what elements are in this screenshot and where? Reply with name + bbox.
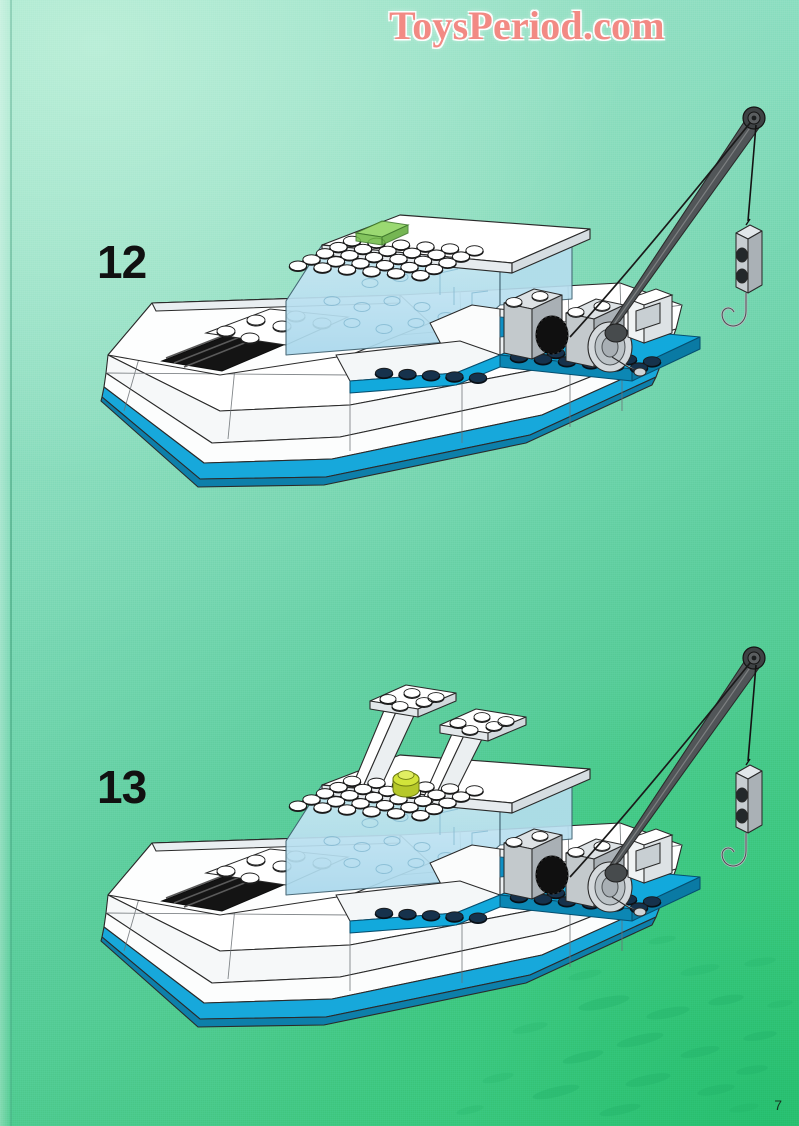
stud-shadow xyxy=(398,374,417,381)
cabin-roof-studs xyxy=(288,775,484,822)
crane-boom xyxy=(604,106,766,343)
stud-shadow xyxy=(288,806,308,812)
crane-hook xyxy=(720,293,748,328)
stud-shadow xyxy=(445,377,464,383)
step-number-13: 13 xyxy=(97,761,147,813)
winch-spool-black xyxy=(535,855,569,895)
mast-support-white xyxy=(626,828,674,884)
watermark-toysperiod: ToysPeriod.com xyxy=(389,3,665,48)
lime-round-piece xyxy=(392,770,420,798)
hoist-rope xyxy=(747,664,757,762)
stud-shadow xyxy=(421,375,441,382)
page-binding-glow xyxy=(0,0,12,1126)
hook-block xyxy=(735,218,763,294)
page-binding-line xyxy=(10,0,12,1126)
cabin-interior-studs xyxy=(323,268,489,334)
stud-shadow xyxy=(313,268,332,274)
stud-shadow xyxy=(313,808,332,814)
stud-shadow xyxy=(468,378,488,384)
stud-shadow xyxy=(374,913,394,920)
hoist-rope xyxy=(747,124,757,222)
stud-shadow xyxy=(362,271,381,278)
stud-shadow xyxy=(362,811,381,818)
stud-shadow xyxy=(374,373,394,380)
roof-fin-right-studs xyxy=(449,712,515,736)
stud-shadow xyxy=(557,901,577,908)
hook-block xyxy=(735,758,763,834)
roof-fin-left-studs xyxy=(379,688,445,712)
step-12-illustration xyxy=(100,55,766,488)
stud-shadow xyxy=(411,275,430,282)
stud-shadow xyxy=(337,270,357,276)
crane-hook xyxy=(720,833,748,868)
step-number-12: 12 xyxy=(97,236,147,288)
stud-shadow xyxy=(533,359,553,366)
bow-grille-black xyxy=(160,872,290,912)
stud-shadow xyxy=(509,897,529,904)
crane-support-cable xyxy=(569,662,751,878)
cabin-roof-studs xyxy=(288,235,484,282)
crane-boom xyxy=(604,646,766,883)
stud-shadow xyxy=(386,813,406,820)
stud-shadow xyxy=(411,815,430,822)
winch-support-studs xyxy=(505,291,611,318)
stud-shadow xyxy=(468,918,488,924)
crane-support-cable xyxy=(569,122,751,338)
stud-shadow xyxy=(288,266,308,272)
stud-shadow xyxy=(337,810,357,816)
page-number: 7 xyxy=(774,1097,782,1113)
winch-spool-black xyxy=(535,315,569,355)
trans-green-piece xyxy=(354,220,410,246)
stud-shadow xyxy=(445,917,464,923)
step-13-illustration xyxy=(100,575,766,1028)
stud-shadow xyxy=(557,361,577,368)
mast-support-white xyxy=(626,288,674,344)
stud-shadow xyxy=(533,899,553,906)
stud-shadow xyxy=(386,273,406,280)
stud-shadow xyxy=(398,914,417,921)
stud-shadow xyxy=(509,357,529,364)
stud-shadow xyxy=(421,915,441,922)
